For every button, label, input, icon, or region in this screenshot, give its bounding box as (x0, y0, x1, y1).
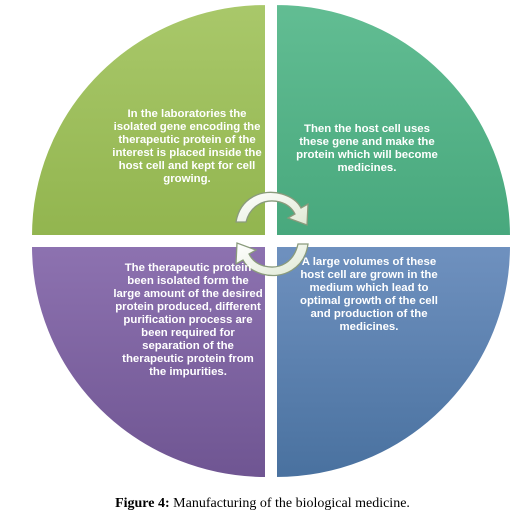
quadrant-top-right (275, 2, 513, 237)
quadrant-bottom-right-text: A large volumes of these host cell are g… (300, 256, 438, 333)
cycle-arrows-icon (235, 191, 309, 277)
quadrant-bottom-right (275, 245, 513, 480)
cycle-diagram (29, 2, 513, 480)
arrow-top-icon (235, 191, 309, 226)
quadrant-bottom-left (29, 245, 267, 480)
quadrant-top-right-text: Then the host cell uses these gene and m… (296, 123, 438, 174)
quadrant-top-left (29, 2, 267, 237)
figure-caption: Figure 4: Manufacturing of the biologica… (0, 496, 525, 512)
quadrant-top-left-text: In the laboratories the isolated gene en… (112, 108, 262, 185)
figure-caption-label: Figure 4: (115, 496, 170, 511)
arrow-bottom-icon (235, 242, 309, 277)
figure-caption-text: Manufacturing of the biological medicine… (169, 496, 410, 511)
quadrant-bottom-left-text: The therapeutic protein been isolated fo… (113, 262, 263, 378)
